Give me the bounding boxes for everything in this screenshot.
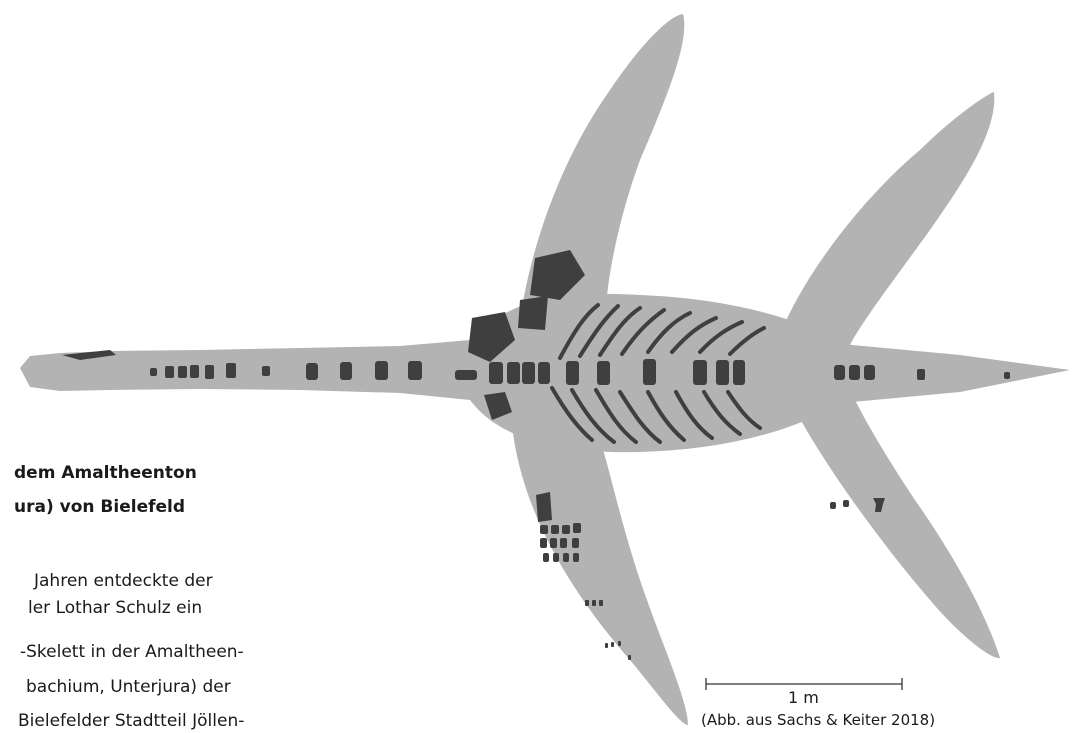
caption-title-line-1: dem Amaltheenton xyxy=(14,460,197,486)
front-flipper-lower xyxy=(512,425,688,725)
caption-body-line-2: ler Lothar Schulz ein xyxy=(28,597,202,620)
image-credit: (Abb. aus Sachs & Keiter 2018) xyxy=(701,711,935,729)
head-neck xyxy=(20,330,500,420)
scale-bar-label: 1 m xyxy=(788,688,819,707)
caption-title-line-2: ura) von Bielefeld xyxy=(14,494,185,520)
rear-flipper-lower xyxy=(790,400,1000,658)
caption-body-line-1: Jahren entdeckte der xyxy=(34,570,213,593)
caption-body-line-3: -Skelett in der Amaltheen- xyxy=(20,641,244,664)
rear-flipper-upper xyxy=(778,92,994,345)
caption-body-line-4: bachium, Unterjura) der xyxy=(26,676,231,699)
